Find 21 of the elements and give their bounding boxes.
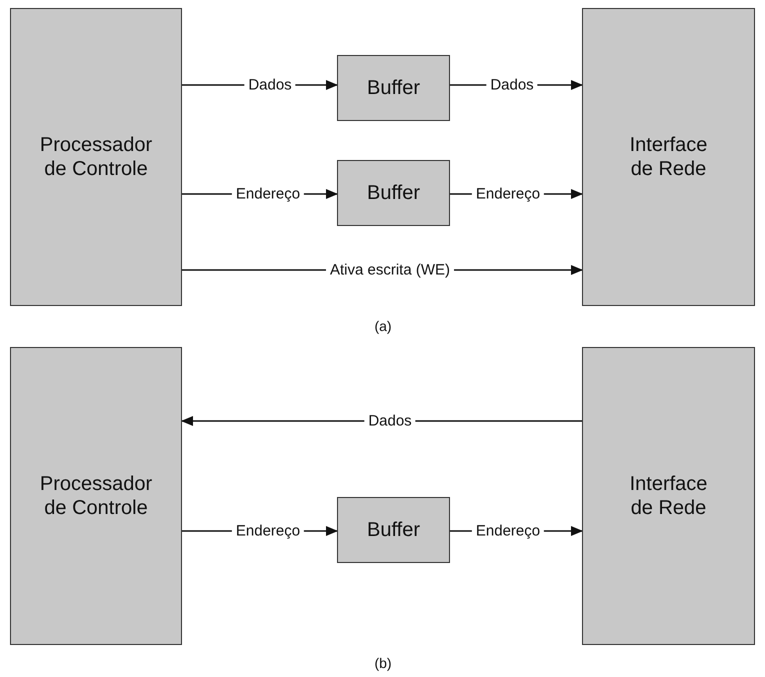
edge-label: Ativa escrita (WE) (326, 262, 454, 278)
box-label: Buffer (367, 181, 420, 205)
edge-label: Endereço (232, 186, 304, 202)
process-box (582, 347, 755, 645)
process-box (582, 8, 755, 306)
box-label: Interface de Rede (628, 472, 708, 520)
edge-label: Endereço (472, 186, 544, 202)
process-box (337, 55, 450, 121)
panel-caption: (a) (374, 318, 392, 334)
edge-label: Endereço (472, 522, 544, 540)
box-label: Interface de Rede (628, 133, 708, 181)
edge-label: Endereço (232, 522, 304, 540)
process-box (337, 497, 450, 563)
process-box (10, 8, 182, 306)
process-box (337, 160, 450, 226)
box-label: Processador de Controle (38, 472, 154, 520)
box-label: Buffer (367, 76, 420, 100)
box-label: Buffer (367, 518, 420, 542)
box-label: Processador de Controle (38, 133, 154, 181)
process-box (10, 347, 182, 645)
panel-caption: (b) (374, 655, 392, 671)
